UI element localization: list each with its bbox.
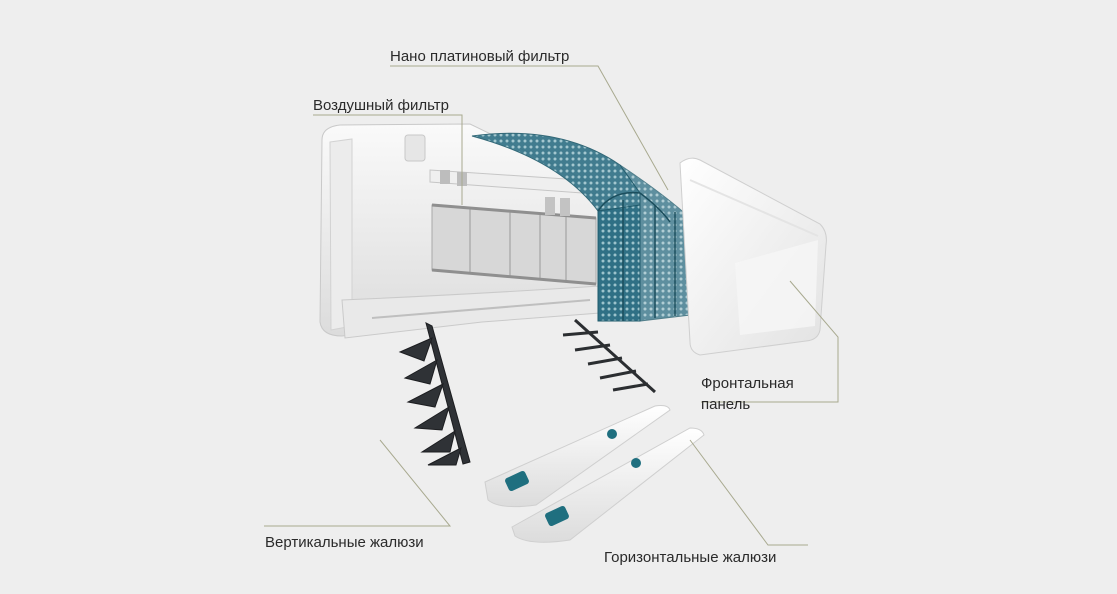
front-panel-label: Фронтальная панель <box>701 375 794 413</box>
horizontal-louvers <box>484 405 705 543</box>
vertical-louvers-left <box>398 322 471 466</box>
nano-filter-label: Нано платиновый фильтр <box>390 48 570 65</box>
heat-exchanger <box>431 203 597 286</box>
horizontal-louvers-label: Горизонтальные жалюзи <box>604 549 777 566</box>
motor-icon <box>505 429 641 527</box>
leader-lines <box>264 65 839 546</box>
indoor-unit <box>319 123 601 339</box>
nano-filter <box>471 132 691 322</box>
air-filter-label: Воздушный фильтр <box>313 97 449 114</box>
vertical-louvers-label: Вертикальные жалюзи <box>265 534 424 551</box>
front-panel <box>679 157 827 356</box>
vertical-louvers-right <box>562 318 657 394</box>
